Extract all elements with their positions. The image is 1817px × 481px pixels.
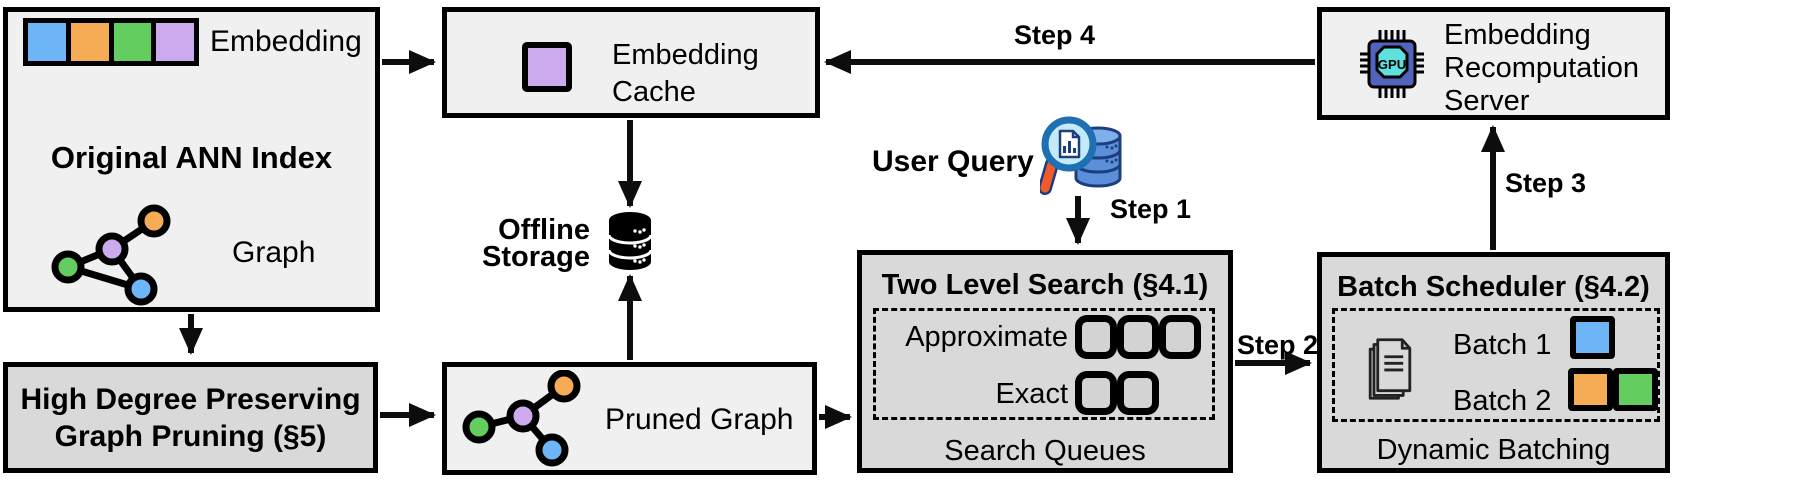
queue-slot xyxy=(1075,371,1117,415)
documents-icon xyxy=(1368,338,1412,400)
graph-icon xyxy=(51,204,171,306)
exact-label: Exact xyxy=(995,378,1068,410)
batch-1-embedding-icon xyxy=(1570,316,1615,359)
approximate-queue-icon xyxy=(1075,315,1201,359)
batch-cell-blue xyxy=(1570,316,1615,359)
pruned-graph-box: Pruned Graph xyxy=(442,362,817,475)
queue-slot xyxy=(1075,315,1117,359)
embedding-cell-blue xyxy=(28,23,66,61)
step-4-label: Step 4 xyxy=(1014,20,1096,50)
embedding-cell-green xyxy=(113,23,152,61)
queue-slot xyxy=(1117,315,1159,359)
gpu-icon-text: GPU xyxy=(1378,57,1406,72)
queue-slot xyxy=(1117,371,1159,415)
query-magnifier-database-icon xyxy=(1040,116,1122,195)
user-query-label: User Query xyxy=(872,145,1034,178)
ann-index-title: Original ANN Index xyxy=(50,140,333,175)
exact-queue-icon xyxy=(1075,371,1159,415)
batch-1-label: Batch 1 xyxy=(1453,329,1552,361)
step-3-label: Step 3 xyxy=(1505,168,1587,198)
gpu-icon: GPU xyxy=(1360,30,1424,98)
pruned-graph-label: Pruned Graph xyxy=(605,403,794,436)
original-ann-index-box: Embedding Original ANN Index Graph xyxy=(3,7,380,312)
dynamic-batching-label: Dynamic Batching xyxy=(1376,434,1611,466)
two-level-search-box: Two Level Search (§4.1) Approximate Exac… xyxy=(857,250,1233,473)
pruned-graph-icon xyxy=(462,370,581,467)
dynamic-batching-dashed-region: Batch 1 Batch 2 xyxy=(1332,308,1660,422)
database-icon xyxy=(607,212,653,270)
step-1-label: Step 1 xyxy=(1110,194,1192,224)
search-queues-dashed-region: Approximate Exact xyxy=(873,308,1215,420)
offline-storage-label: Offline Storage xyxy=(482,214,590,273)
batch-cell-green xyxy=(1613,368,1658,411)
batch-2-label: Batch 2 xyxy=(1453,385,1552,417)
batch-scheduler-box: Batch Scheduler (§4.2) Batch 1 Batch 2 xyxy=(1317,252,1670,473)
two-level-search-title: Two Level Search (§4.1) xyxy=(881,269,1209,301)
embedding-vector-icon xyxy=(23,18,199,66)
graph-pruning-box: High Degree Preserving Graph Pruning (§5… xyxy=(3,362,378,473)
queue-slot xyxy=(1159,315,1201,359)
batch-cell-orange xyxy=(1568,368,1613,411)
batch-scheduler-title: Batch Scheduler (§4.2) xyxy=(1337,271,1650,303)
step-2-label: Step 2 xyxy=(1237,330,1319,360)
embedding-cache-label: Embedding Cache xyxy=(612,39,759,108)
embedding-cache-box: Embedding Cache xyxy=(442,7,820,118)
search-queues-label: Search Queues xyxy=(944,435,1146,467)
graph-label: Graph xyxy=(232,236,316,269)
approximate-label: Approximate xyxy=(905,321,1068,353)
graph-pruning-title: High Degree Preserving Graph Pruning (§5… xyxy=(20,382,361,453)
recomputation-server-box: GPU Embedding Recomputation Server xyxy=(1317,7,1670,120)
embedding-cell-orange xyxy=(70,23,109,61)
embedding-label: Embedding xyxy=(210,25,362,58)
batch-2-embedding-icon xyxy=(1568,368,1658,411)
embedding-cell-purple xyxy=(156,23,194,61)
cached-embedding-icon xyxy=(522,42,572,92)
recomputation-server-label: Embedding Recomputation Server xyxy=(1444,19,1640,117)
